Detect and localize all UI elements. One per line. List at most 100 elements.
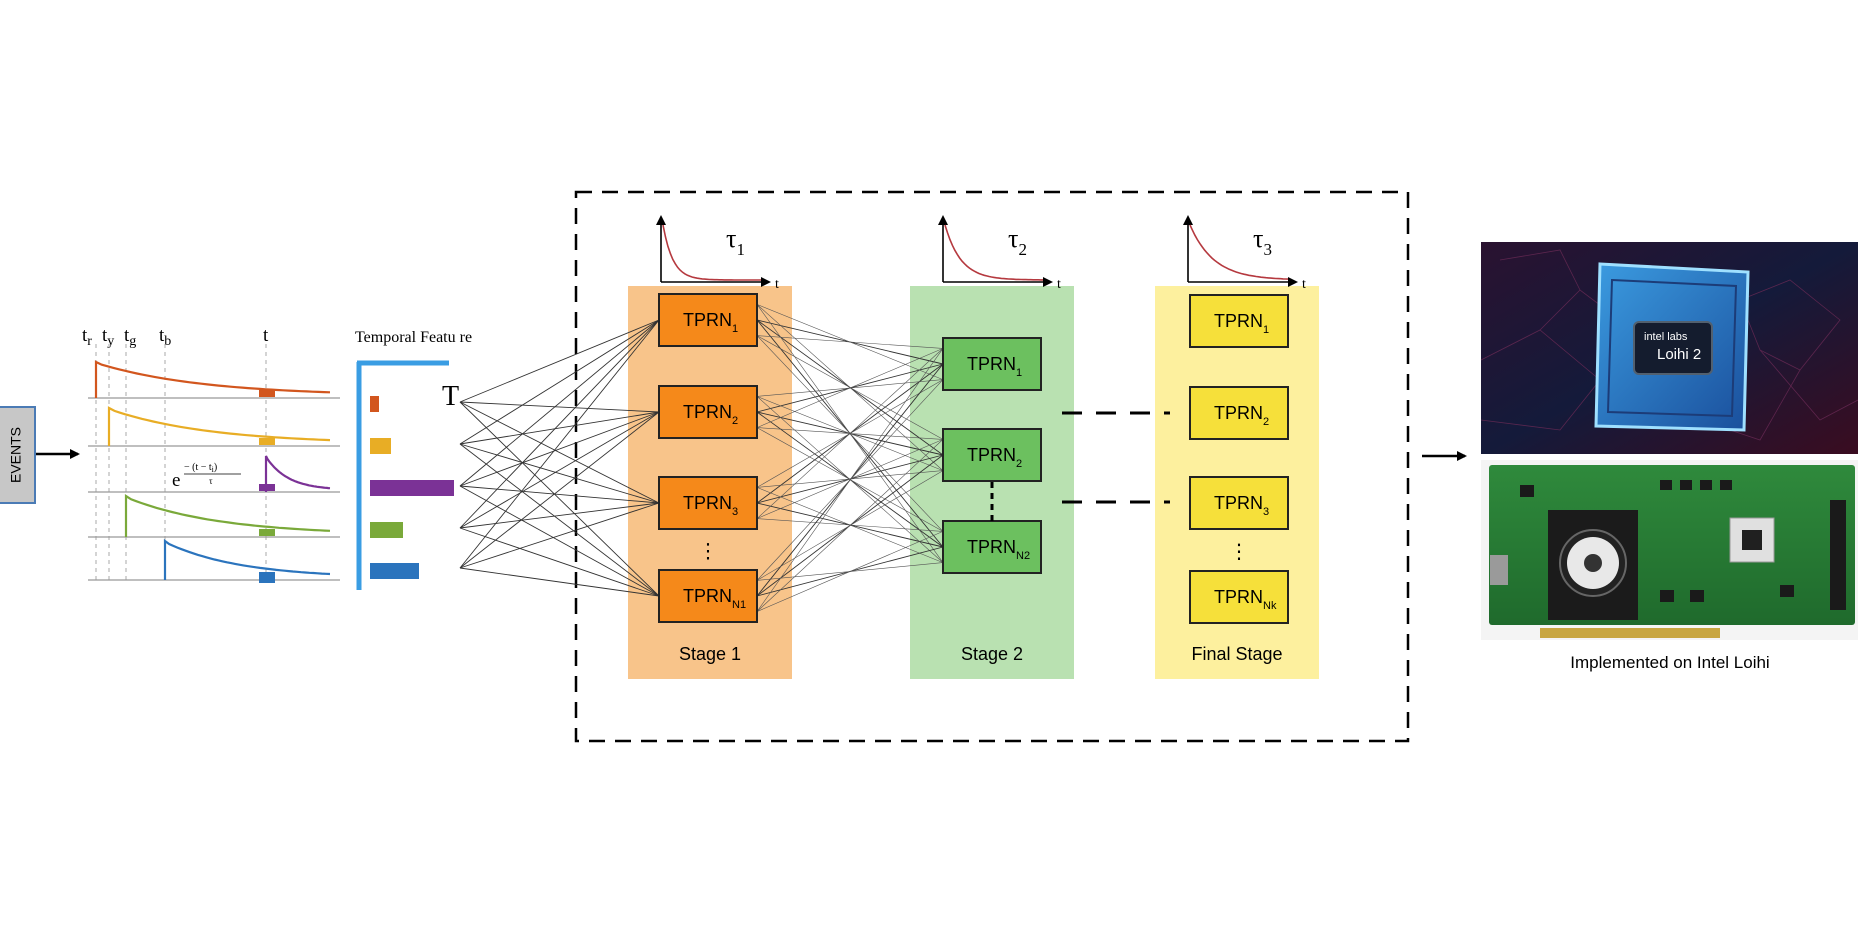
tprn-node: TPRN3 <box>658 476 758 530</box>
feature-connection <box>459 527 660 597</box>
temporal-feature-bar <box>370 480 454 496</box>
trace-sample-marker <box>259 438 275 445</box>
feature-connection <box>459 411 660 445</box>
board-components <box>1520 480 1846 610</box>
feature-connection <box>459 319 660 403</box>
trace-sample-marker <box>259 390 275 397</box>
temporal-feature-bar <box>370 522 403 538</box>
time-marker-ty: ty <box>102 325 114 349</box>
tprn-node-label: TPRNN1 <box>683 586 746 611</box>
tprn-node-label: TPRN2 <box>967 445 1022 470</box>
stage-ellipsis: ⋮ <box>698 541 718 563</box>
feature-connection <box>459 485 660 597</box>
stage-ellipsis: ⋮ <box>1229 541 1249 563</box>
temporal-feature-bar <box>370 438 391 454</box>
kernel-curve <box>944 224 1043 281</box>
tprn-node-box <box>658 569 758 623</box>
time-marker-t: t <box>263 325 269 346</box>
tprn-node: TPRN2 <box>1189 386 1289 440</box>
tprn-node-box <box>1189 570 1289 624</box>
stage-connection <box>756 335 944 440</box>
stage-connection <box>756 439 944 612</box>
tprn-node-label: TPRN2 <box>683 402 738 427</box>
chip-name: Loihi 2 <box>1657 346 1701 363</box>
stage-name: Stage 1 <box>679 644 741 664</box>
stage-name: Final Stage <box>1191 644 1282 664</box>
feature-connection <box>459 401 660 413</box>
tprn-node-box <box>658 385 758 439</box>
feature-connection <box>459 443 660 504</box>
tprn-node-box <box>1189 386 1289 440</box>
feature-connection <box>459 319 660 569</box>
feature-connection <box>459 319 660 445</box>
loihi-board-image <box>1481 460 1858 640</box>
time-marker-tr: tr <box>82 325 92 349</box>
time-marker-tb: tb <box>159 325 171 349</box>
feature-connection <box>459 401 660 597</box>
network-frame <box>574 190 1410 743</box>
tprn-node-label: TPRNNk <box>1214 587 1277 612</box>
time-surface-plot: tr ty tg tb t e − (t − ti) τ <box>82 325 340 584</box>
tprn-node: TPRNNk <box>1189 570 1289 624</box>
tprn-node: TPRN3 <box>1189 476 1289 530</box>
time-marker-tg: tg <box>124 325 136 349</box>
feature-connection <box>459 502 660 569</box>
temporal-feature-title: Temporal Featu re <box>355 329 472 346</box>
temporal-feature-t-label: T <box>442 381 459 412</box>
feature-connection <box>459 411 660 487</box>
decay-formula-denominator: τ <box>209 476 213 486</box>
tprn-node-box <box>942 337 1042 391</box>
temporal-feature-bar <box>370 563 419 579</box>
feature-connection <box>459 411 660 569</box>
board-socket-core <box>1742 530 1762 550</box>
tprn-node: TPRN2 <box>658 385 758 439</box>
tprn-node-box <box>942 428 1042 482</box>
tprn-node-label: TPRN1 <box>967 354 1022 379</box>
feature-connection <box>459 485 660 504</box>
feature-connection <box>459 401 660 504</box>
tprn-node: TPRNN1 <box>658 569 758 623</box>
tprn-node-box <box>658 476 758 530</box>
board-fan-hub <box>1584 554 1602 572</box>
board-pcie-connector <box>1540 628 1720 638</box>
decay-formula-numerator: − (t − ti) <box>184 462 217 474</box>
loihi-chip-image: intel labs Loihi 2 <box>1480 242 1858 454</box>
stage-connection <box>756 439 944 519</box>
decay-trace <box>163 538 331 580</box>
tprn-node-label: TPRN2 <box>1214 403 1269 428</box>
tprn-node-label: TPRN3 <box>1214 493 1269 518</box>
tprn-node-label: TPRN1 <box>683 310 738 335</box>
hardware-caption: Implemented on Intel Loihi <box>1570 653 1769 672</box>
tprn-node-label: TPRN3 <box>683 493 738 518</box>
tprn-node-label: TPRNN2 <box>967 537 1030 562</box>
chip-die <box>1633 321 1713 375</box>
stage-name: Stage 2 <box>961 644 1023 664</box>
chip-inner <box>1606 278 1738 418</box>
tprn-node-box <box>1189 476 1289 530</box>
tprn-node: TPRN1 <box>658 293 758 347</box>
feature-connection <box>459 319 660 487</box>
stage-connection <box>756 531 944 612</box>
kernel-curve <box>662 224 761 281</box>
tprn-node-label: TPRN1 <box>1214 311 1269 336</box>
events-label: EVENTS <box>8 427 24 483</box>
kernel-curve <box>1189 224 1289 280</box>
decay-trace <box>107 406 331 446</box>
temporal-feature: Temporal Featu re T <box>355 329 472 590</box>
board-port <box>1490 555 1508 585</box>
stage-kernel-plot: tτ1 <box>656 215 779 292</box>
trace-sample-marker <box>259 529 275 536</box>
kernel-axis-t-label: t <box>1302 277 1306 292</box>
decay-trace <box>124 493 331 537</box>
tprn-node: TPRNN2 <box>942 520 1042 574</box>
tprn-node: TPRN1 <box>942 337 1042 391</box>
decay-trace <box>264 455 331 492</box>
decay-formula: e <box>172 470 180 491</box>
stage-connection <box>756 348 944 428</box>
stage-tau-label: τ2 <box>1008 224 1027 259</box>
feature-connection <box>459 319 660 529</box>
tprn-node-box <box>1189 294 1289 348</box>
feature-connection <box>459 411 660 529</box>
